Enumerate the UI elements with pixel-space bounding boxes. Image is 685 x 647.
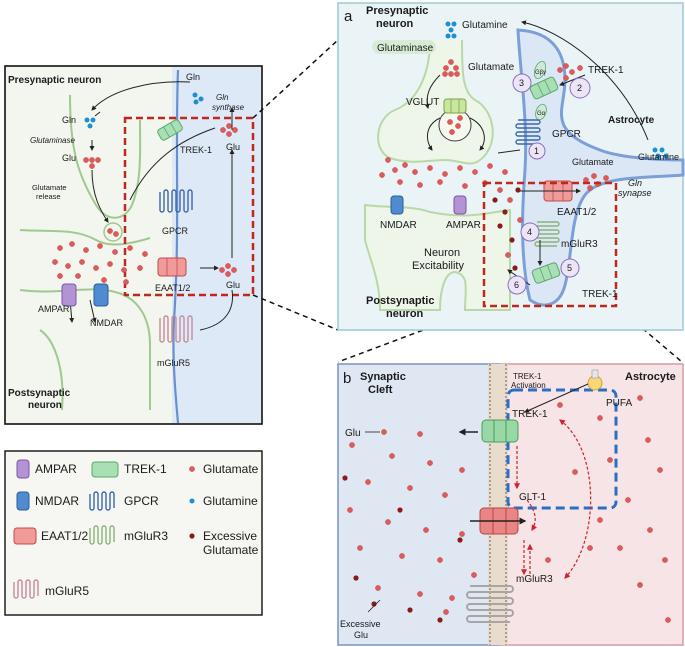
pufa-icon	[587, 369, 603, 391]
label-eaat-left: EAAT1/2	[155, 283, 190, 293]
label-mglur3-b: mGluR3	[516, 574, 553, 585]
mglur5-left	[159, 315, 193, 343]
panel-b-letter: b	[343, 370, 351, 387]
mglur3-b	[466, 585, 514, 623]
label-mglur5-left: mGluR5	[157, 358, 190, 368]
eaat-left	[157, 257, 187, 277]
label-astrocyte-b: Astrocyte	[625, 371, 676, 383]
trek1-b	[481, 419, 519, 443]
label-glutaminase: Glutaminase	[30, 136, 75, 145]
label-presynaptic-left: Presynaptic neuron	[8, 75, 101, 86]
svg-text:1: 1	[534, 146, 539, 156]
nmdar-a	[390, 195, 404, 215]
label-vglut: VGLUT	[406, 97, 439, 108]
label-eaat-a: EAAT1/2	[557, 207, 597, 218]
astrocyte-region	[172, 67, 261, 423]
postsynaptic-neuron-a	[364, 203, 511, 311]
panel-a: a	[337, 2, 685, 331]
label-mglur3-a: mGluR3	[561, 239, 598, 250]
trek1-bottom-a	[531, 262, 561, 284]
label-glutamine-right: Glutamine	[638, 152, 679, 162]
label-glu-astro-top: Glu	[226, 142, 240, 152]
label-glt1: GLT-1	[519, 492, 546, 503]
astrocyte-a	[516, 28, 685, 307]
label-trek1-left: TREK-1	[180, 145, 212, 155]
label-trek1-b: TREK-1	[512, 409, 548, 420]
legend-nmdar: NMDAR	[35, 494, 79, 508]
presynaptic-terminal	[69, 94, 142, 219]
zoom-box-red	[123, 116, 255, 297]
label-gbg: Gβγ	[535, 70, 546, 76]
label-ampar-a: AMPAR	[446, 220, 481, 231]
nmdar-left	[93, 283, 109, 307]
label-glutaminase-a: Glutaminase	[377, 43, 434, 54]
svg-text:6: 6	[514, 280, 519, 290]
ampar-left	[61, 283, 77, 307]
label-trek1-bottom: TREK-1	[582, 289, 618, 300]
membrane-b	[488, 364, 508, 645]
zoom-box-red-a	[482, 181, 618, 308]
trek1-channel-left	[157, 119, 183, 141]
postsynaptic-membrane	[19, 288, 151, 410]
ampar-a	[453, 195, 467, 215]
gpcr-left	[159, 189, 193, 213]
vesicle-a	[438, 108, 472, 142]
legend-trek1: TREK-1	[124, 462, 167, 476]
legend-glutamate: Glutamate	[203, 462, 259, 476]
step-numbers: 1 2 3 4 5 6	[507, 73, 591, 295]
vesicle	[103, 222, 123, 242]
label-ga: Gα	[537, 111, 546, 117]
vglut	[443, 98, 467, 114]
label-ampar-left: AMPAR	[38, 304, 70, 314]
gpcr-a	[515, 119, 541, 145]
label-nmdar-a: NMDAR	[380, 220, 417, 231]
legend-ampar: AMPAR	[35, 462, 77, 476]
label-glutamine-a: Glutamine	[462, 20, 508, 31]
legend-mglur3: mGluR3	[124, 529, 168, 543]
label-gln-top: Gln	[186, 72, 200, 82]
label-astrocyte-a: Astrocyte	[608, 115, 655, 126]
svg-text:2: 2	[577, 83, 582, 93]
svg-text:5: 5	[567, 263, 572, 273]
legend-mglur5: mGluR5	[45, 584, 89, 598]
svg-text:3: 3	[519, 78, 524, 88]
label-trek1-top: TREK-1	[588, 65, 624, 76]
label-gpcr-a: GPCR	[552, 129, 581, 140]
label-glutamate-a: Glutamate	[468, 62, 515, 73]
svg-text:4: 4	[527, 227, 532, 237]
label-glu-pre: Glu	[62, 153, 76, 163]
g-protein-gbg	[533, 60, 547, 80]
legend-glutamine: Glutamine	[203, 494, 258, 508]
legend-gpcr: GPCR	[124, 494, 159, 508]
label-nmdar-left: NMDAR	[90, 318, 123, 328]
label-glu-astro-bottom: Glu	[226, 280, 240, 290]
trek1-top-a	[529, 76, 559, 100]
panel-a-letter: a	[344, 8, 353, 25]
label-gpcr-left: GPCR	[162, 226, 189, 236]
label-glutamate-right: Glutamate	[572, 157, 614, 167]
legend: AMPAR TREK-1 Glutamate NMDAR GPCR Glutam…	[4, 450, 263, 616]
label-pufa: PUFA	[606, 398, 632, 409]
label-gln-mid: Gln	[62, 115, 76, 125]
label-glu-b: Glu	[345, 428, 361, 439]
legend-eaat: EAAT1/2	[41, 529, 88, 543]
